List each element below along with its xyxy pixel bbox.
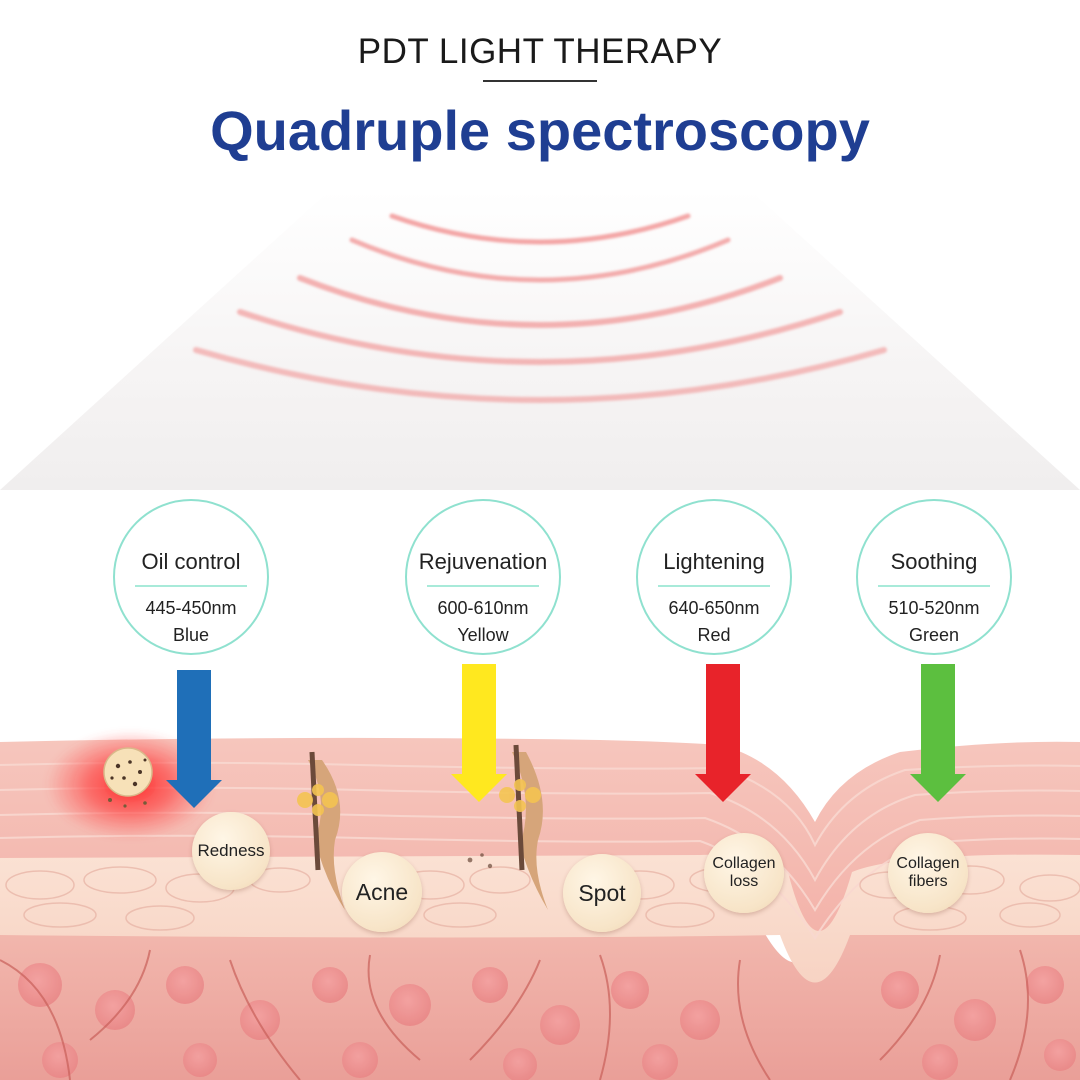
collagen-fibers-line1: Collagen xyxy=(896,854,960,872)
therapy-wavelength: 600-610nm xyxy=(437,598,529,618)
circle-divider xyxy=(658,585,770,587)
arrow-red xyxy=(695,664,751,802)
collagen-loss-line2: loss xyxy=(729,873,759,890)
therapy-circle-lightening: Lightening 640-650nm Red xyxy=(636,499,792,655)
therapy-wavelength: 445-450nm xyxy=(145,598,237,618)
hair-follicle-acne xyxy=(297,751,345,910)
collagen-fibers-label: Collagen fibers xyxy=(896,855,959,892)
redness-label: Redness xyxy=(197,841,265,861)
pore-blemish xyxy=(103,747,153,808)
collagen-fibers-badge: Collagen fibers xyxy=(888,833,968,913)
collagen-loss-label: Collagen loss xyxy=(712,855,775,892)
circle-divider xyxy=(878,585,990,587)
spot-label: Spot xyxy=(578,879,626,906)
therapy-circle-soothing: Soothing 510-520nm Green xyxy=(856,499,1012,655)
arrow-yellow xyxy=(451,664,507,802)
therapy-color-name: Blue xyxy=(172,625,210,645)
therapy-color-name: Green xyxy=(908,625,960,645)
collagen-loss-badge: Collagen loss xyxy=(704,833,784,913)
fat-cells xyxy=(0,949,1076,1080)
collagen-loss-line1: Collagen xyxy=(712,854,776,872)
therapy-effect-label: Oil control xyxy=(141,549,241,574)
light-beam xyxy=(0,190,1080,490)
redness-badge: Redness xyxy=(192,812,270,890)
therapy-circle-oil-control: Oil control 445-450nm Blue xyxy=(113,499,269,655)
therapy-circle-rejuvenation: Rejuvenation 600-610nm Yellow xyxy=(405,499,561,655)
skin-epidermis xyxy=(0,737,1080,931)
arrow-blue xyxy=(166,670,222,808)
therapy-wavelength: 640-650nm xyxy=(668,598,760,618)
therapy-effect-label: Rejuvenation xyxy=(418,549,548,574)
skin-deep-layer xyxy=(0,925,1080,1080)
hair-follicle-spot xyxy=(467,744,548,910)
circle-divider xyxy=(427,585,539,587)
subtitle: PDT LIGHT THERAPY xyxy=(357,32,723,71)
arrow-green xyxy=(910,664,966,802)
collagen-fibers-line2: fibers xyxy=(908,873,948,890)
light-waves xyxy=(193,213,887,403)
therapy-color-name: Yellow xyxy=(457,625,509,645)
subtitle-underline xyxy=(483,80,597,82)
page-title: Quadruple spectroscopy xyxy=(210,99,870,162)
therapy-effect-label: Soothing xyxy=(890,549,978,574)
therapy-effect-label: Lightening xyxy=(663,549,765,574)
acne-label: Acne xyxy=(355,878,409,905)
therapy-wavelength: 510-520nm xyxy=(888,598,980,618)
skin-mid-layer xyxy=(0,849,1080,983)
therapy-color-name: Red xyxy=(697,625,731,645)
circle-divider xyxy=(135,585,247,587)
acne-badge: Acne xyxy=(342,852,422,932)
spot-badge: Spot xyxy=(563,854,641,932)
